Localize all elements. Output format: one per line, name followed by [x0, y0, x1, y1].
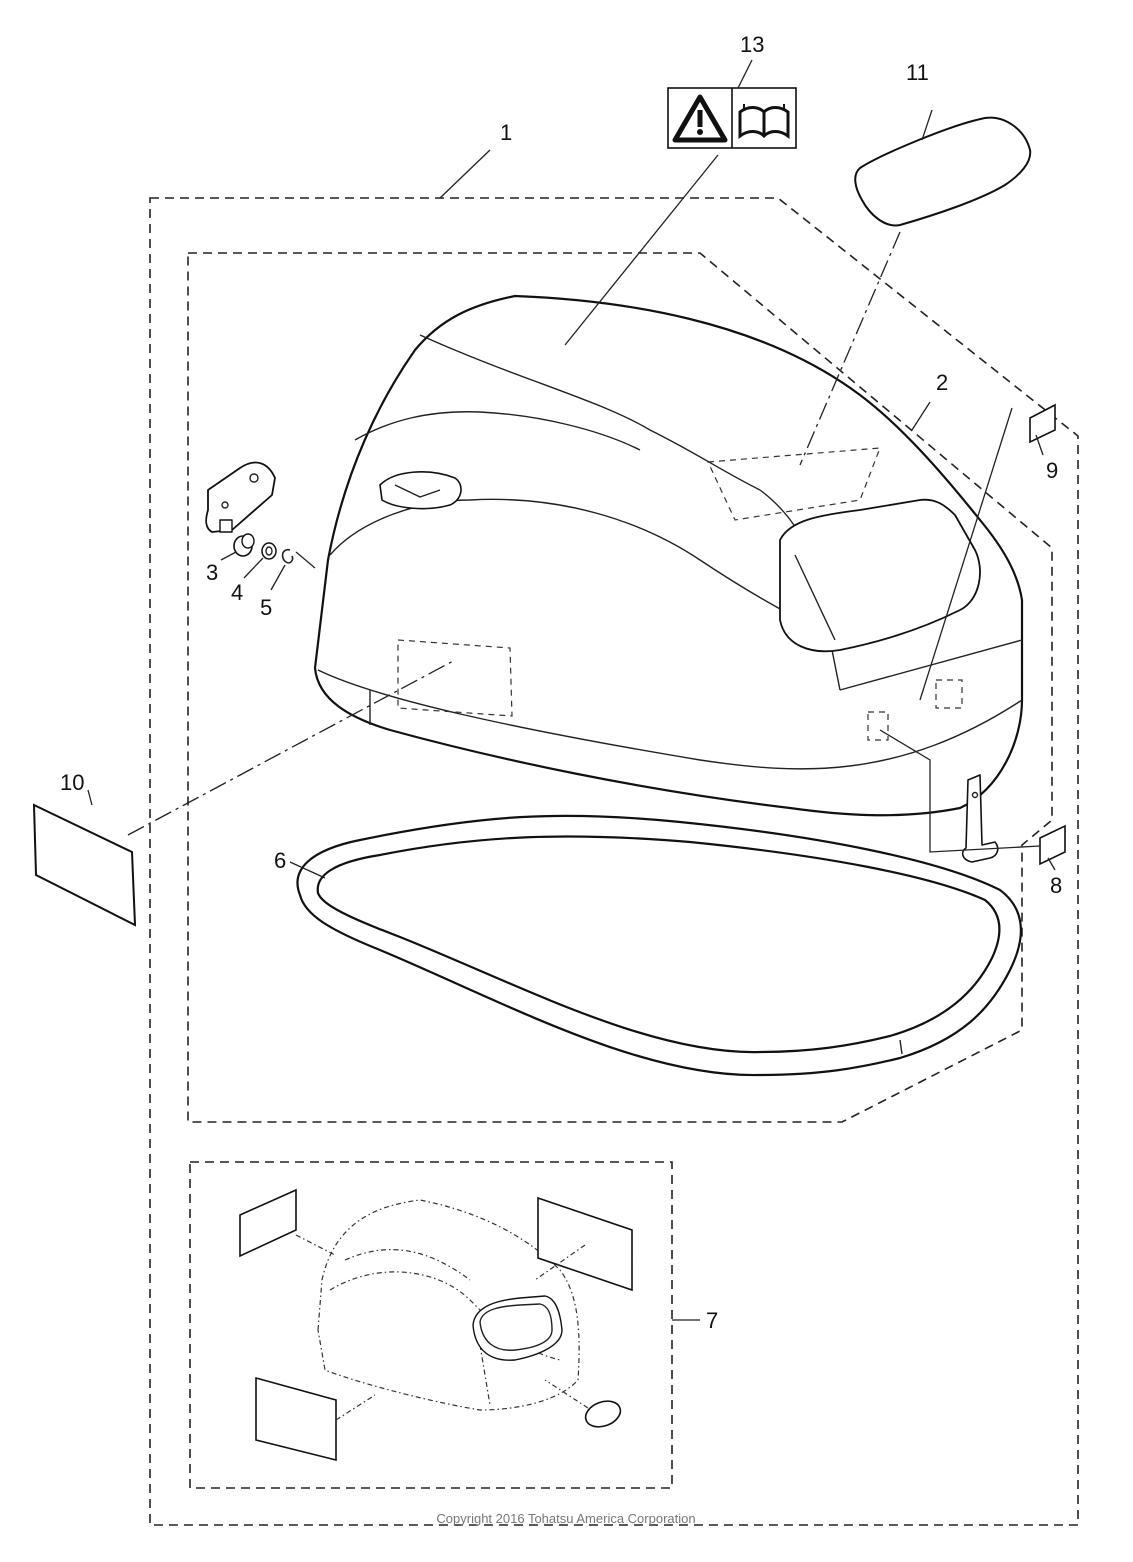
- engine-cover: [313, 294, 1024, 817]
- clip-5: [281, 548, 294, 564]
- decal-9: [1029, 403, 1056, 444]
- latch-bracket: [205, 461, 276, 533]
- bushing-3: [233, 533, 255, 557]
- callout-5: 5: [260, 595, 272, 620]
- washer-4: [261, 542, 277, 560]
- callout-6: 6: [274, 848, 286, 873]
- callout-2: 2: [936, 370, 948, 395]
- decal-11: [854, 116, 1032, 227]
- decal-10: [32, 803, 137, 927]
- callout-3: 3: [206, 560, 218, 585]
- decal-8: [1039, 824, 1066, 866]
- open-book-icon: [738, 104, 790, 139]
- warning-label-13: [667, 87, 797, 149]
- callout-10: 10: [60, 770, 84, 795]
- callout-4: 4: [231, 580, 243, 605]
- callout-8: 8: [1050, 873, 1062, 898]
- rubber-seal-6: [296, 814, 1022, 1077]
- callout-9: 9: [1046, 458, 1058, 483]
- callout-11: 11: [906, 60, 929, 85]
- warning-triangle-icon: [672, 94, 728, 143]
- decal-kit-box-7: [189, 1161, 673, 1489]
- callout-7: 7: [706, 1308, 718, 1333]
- cover-clip: [961, 774, 999, 863]
- callout-1: 1: [500, 120, 512, 145]
- assembly-boundary-2: [187, 252, 1053, 1123]
- decal-kit-illustration: [239, 1188, 633, 1462]
- copyright-text: Copyright 2016 Tohatsu America Corporati…: [436, 1511, 695, 1526]
- callout-13: 13: [740, 32, 764, 57]
